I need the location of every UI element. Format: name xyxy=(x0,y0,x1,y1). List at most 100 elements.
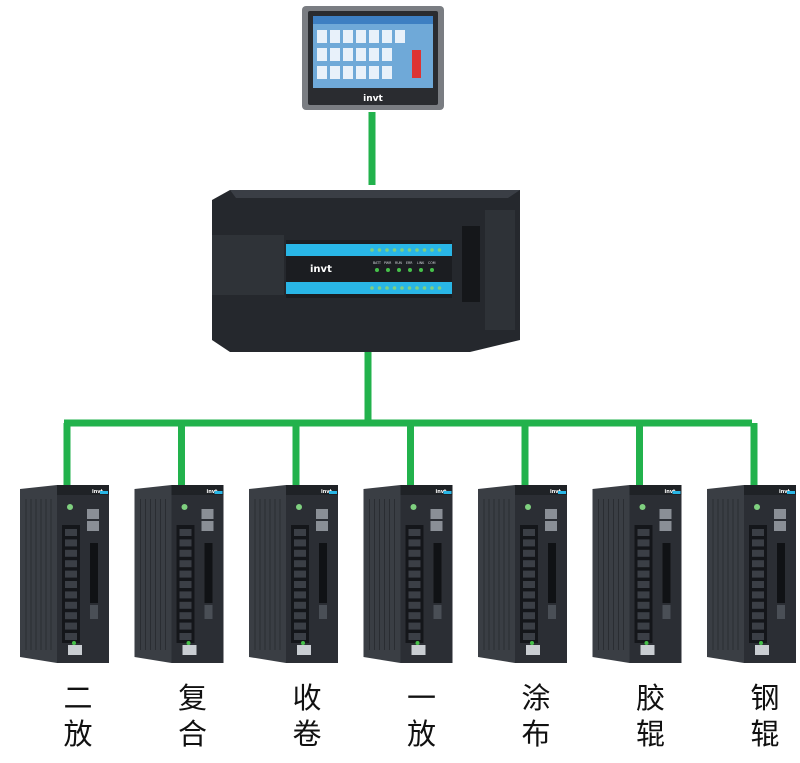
drive-terminal-screw xyxy=(752,622,764,630)
drive-label: 涂布 xyxy=(506,680,566,752)
drive-terminal-screw xyxy=(65,529,77,536)
drive-label: 钢辊 xyxy=(735,680,795,752)
drive-ethernet-port-out xyxy=(545,521,557,531)
plc-indicator-led xyxy=(419,268,423,272)
hmi-panel: invt xyxy=(302,6,444,110)
drive-terminal-screw xyxy=(637,549,650,557)
drive-label-line1: 二 xyxy=(63,681,93,715)
plc-io-led xyxy=(377,286,382,290)
plc-io-led xyxy=(377,248,382,252)
plc-side-connector xyxy=(462,226,480,302)
drive-label-line1: 收 xyxy=(292,681,322,715)
drive-brand-logo: invt xyxy=(665,489,677,495)
drive-side-panel xyxy=(478,485,515,663)
drive-terminal-screw xyxy=(65,570,77,578)
drive-ethernet-port-in xyxy=(316,509,328,519)
drive-status-led xyxy=(181,504,188,510)
hmi-tile xyxy=(356,66,366,79)
hmi-screen-tiles xyxy=(317,30,405,79)
drive-label-line2: 卷 xyxy=(292,717,322,751)
drive-terminal-screw xyxy=(408,601,421,609)
drive-bottom-label xyxy=(297,645,311,655)
drive-io-connector xyxy=(204,543,213,603)
servo-drive: invt xyxy=(592,485,682,663)
plc-indicator-label: ERR xyxy=(406,261,413,265)
plc-indicator-led xyxy=(408,268,412,272)
drive-terminal-screw xyxy=(637,570,650,578)
drive-terminal-screw xyxy=(65,633,77,640)
bus-lines xyxy=(63,112,758,494)
drive-terminal-screw xyxy=(752,570,764,578)
drive-terminal-screw xyxy=(752,529,764,536)
drive-terminal-screw xyxy=(637,601,650,609)
hmi-tile xyxy=(382,48,392,61)
drive-terminal-screw xyxy=(752,591,764,599)
drive-blue-accent xyxy=(558,491,566,494)
drive-top-cap xyxy=(57,485,109,495)
hmi-tile xyxy=(343,30,353,43)
drive-terminal-screw xyxy=(65,601,77,609)
drive-side-panel xyxy=(592,485,630,663)
hmi-tile xyxy=(356,48,366,61)
plc-io-led xyxy=(437,248,442,252)
plc-indicator-label: RUN xyxy=(395,261,403,265)
drive-top-cap xyxy=(744,485,796,495)
drive-io-connector xyxy=(777,543,785,603)
drive-terminal-screw xyxy=(752,549,764,557)
hmi-tile xyxy=(317,66,327,79)
hmi-tile xyxy=(395,30,405,43)
drive-terminal-screw xyxy=(179,612,192,620)
drive-terminal-screw xyxy=(179,560,192,568)
drive-ethernet-port-out xyxy=(316,521,328,531)
plc-io-led xyxy=(437,286,442,290)
drive-ethernet-port-out xyxy=(774,521,786,531)
drive-label-line1: 钢 xyxy=(750,681,780,715)
drive-label-line2: 放 xyxy=(406,717,436,751)
drive-terminal-screw xyxy=(65,622,77,630)
plc-io-led xyxy=(430,286,434,290)
drive-bottom-label xyxy=(182,645,197,655)
plc-io-led xyxy=(415,286,419,290)
drive-label-line2: 放 xyxy=(63,717,93,751)
plc-io-led xyxy=(385,248,389,252)
drive-label: 二放 xyxy=(48,680,108,752)
drive-terminal-screw xyxy=(179,591,192,599)
drive-terminal-screw xyxy=(65,591,77,599)
plc-indicator-led xyxy=(386,268,390,272)
drive-terminal-screw xyxy=(65,612,77,620)
drive-terminal-screw xyxy=(637,591,650,599)
drive-terminal-screw xyxy=(294,601,306,609)
drive-terminal-screw xyxy=(523,549,535,557)
drive-side-panel xyxy=(134,485,172,663)
drive-io-connector xyxy=(319,543,327,603)
drive-terminal-screw xyxy=(294,529,306,536)
drive-terminal-screw xyxy=(294,570,306,578)
drive-power-led xyxy=(644,641,649,645)
drive-terminal-screw xyxy=(523,633,535,640)
drive-ethernet-port-out xyxy=(201,521,214,531)
drive-terminal-screw xyxy=(637,633,650,640)
drive-terminal-screw xyxy=(179,549,192,557)
drive-bottom-label xyxy=(755,645,769,655)
drive-terminal-screw xyxy=(752,560,764,568)
hmi-tile xyxy=(330,30,340,43)
drive-terminal-screw xyxy=(752,633,764,640)
plc-left-terminal-cover xyxy=(212,235,284,295)
plc-io-led xyxy=(370,286,374,290)
drive-terminal-screw xyxy=(65,539,77,547)
drive-terminal-screw xyxy=(294,633,306,640)
hmi-screen-header xyxy=(313,16,433,24)
drive-bottom-label xyxy=(640,645,655,655)
drive-label-line1: 胶 xyxy=(635,681,665,715)
drive-label-line2: 辊 xyxy=(750,717,780,751)
drive-terminal-screw xyxy=(179,570,192,578)
drive-blue-accent xyxy=(787,491,795,494)
drive-terminal-screw xyxy=(294,539,306,547)
drive-ethernet-port-in xyxy=(430,509,443,519)
drive-ethernet-port-in xyxy=(659,509,672,519)
drive-brand-logo: invt xyxy=(779,489,791,495)
drive-terminal-screw xyxy=(65,581,77,588)
drive-terminal-screw xyxy=(65,560,77,568)
hmi-tile xyxy=(330,66,340,79)
